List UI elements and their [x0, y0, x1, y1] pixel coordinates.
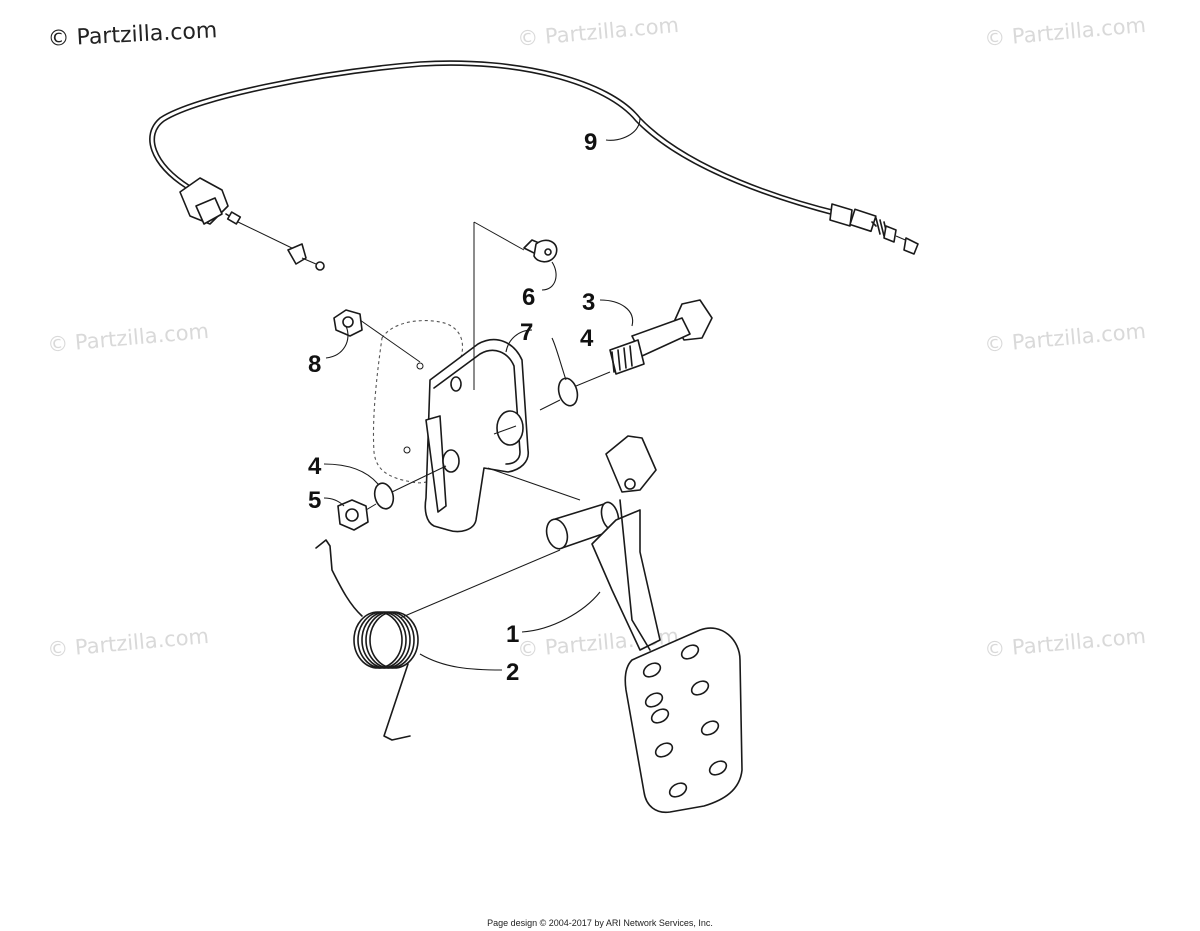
watermark-main: © Partzilla.com — [47, 18, 218, 52]
watermark: © Partzilla.com — [983, 624, 1147, 662]
watermark: © Partzilla.com — [46, 319, 210, 357]
lock-nut — [337, 499, 369, 531]
watermarks: © Partzilla.com © Partzilla.com © Partzi… — [46, 13, 1147, 662]
callout-labels: 9 6 3 7 4 8 4 5 1 2 — [308, 129, 597, 686]
callout-9: 9 — [584, 129, 597, 156]
callout-3: 3 — [582, 289, 595, 316]
throttle-pedal — [545, 435, 743, 814]
pivot-bolt — [609, 299, 713, 375]
screw — [523, 239, 558, 263]
watermark: © Partzilla.com — [983, 13, 1147, 51]
callout-1: 1 — [506, 621, 519, 648]
watermark: © Partzilla.com — [516, 13, 680, 51]
torsion-spring — [315, 539, 419, 741]
callout-7: 7 — [520, 319, 533, 346]
callout-4: 4 — [308, 453, 322, 480]
leader-lines — [323, 117, 641, 671]
throttle-cable — [149, 60, 919, 271]
callout-8: 8 — [308, 351, 321, 378]
washer — [557, 377, 579, 407]
watermark: © Partzilla.com — [46, 624, 210, 662]
page-footer: Page design © 2004-2017 by ARI Network S… — [487, 918, 713, 928]
callout-5: 5 — [308, 487, 321, 514]
callout-2: 2 — [506, 659, 519, 686]
pedal-bracket — [424, 338, 530, 533]
assembly-lines — [359, 221, 611, 619]
callout-4: 4 — [580, 325, 594, 352]
washer — [373, 482, 395, 510]
callout-6: 6 — [522, 284, 535, 311]
watermark: © Partzilla.com — [983, 319, 1147, 357]
flange-nut — [333, 309, 363, 337]
pedal-holes — [642, 644, 728, 798]
